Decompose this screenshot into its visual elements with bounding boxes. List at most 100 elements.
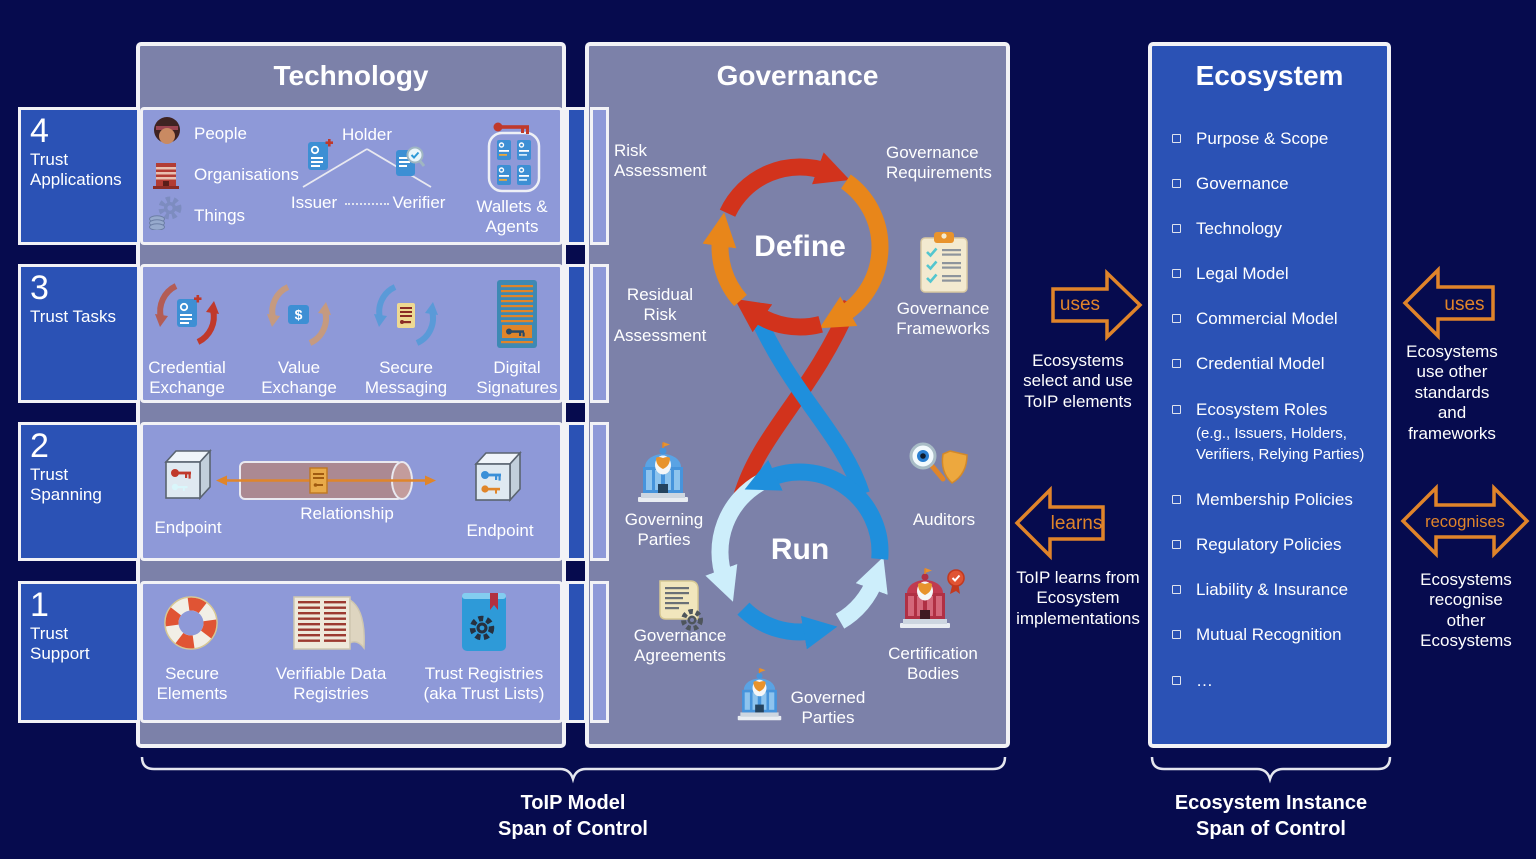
residual-risk-assessment-label: Residual Risk Assessment <box>613 285 707 345</box>
governance-frameworks-label: Governance Frameworks <box>896 299 990 339</box>
square-bullet-icon <box>1172 314 1181 324</box>
learns-caption: ToIP learns from Ecosystem implementatio… <box>1016 568 1140 628</box>
ecosystem-item-label: Mutual Recognition <box>1196 625 1342 645</box>
square-bullet-icon <box>1172 224 1181 234</box>
certification-bodies-icon <box>900 568 965 628</box>
organisations-label: Organisations <box>194 165 299 184</box>
layer-1-box: 1 Trust Support <box>18 581 140 723</box>
square-bullet-icon <box>1172 585 1181 595</box>
layer-3-strip-periwinkle <box>590 264 609 403</box>
square-bullet-icon <box>1172 404 1181 414</box>
layer-1-name: Trust Support <box>30 623 90 663</box>
layer-2-strip-blue <box>566 422 587 561</box>
trust-registries-icon <box>462 593 506 651</box>
things-label: Things <box>194 206 246 225</box>
certified-medal <box>947 569 965 594</box>
learns-label: learns <box>1050 513 1103 534</box>
layer-1-strip-blue <box>566 581 587 723</box>
ecosystem-item-label: Credential Model <box>1196 354 1325 374</box>
ecosystem-item-label: … <box>1196 670 1213 690</box>
risk-assessment-label: Risk Assessment <box>614 141 707 181</box>
verifier-label: Verifier <box>392 193 446 212</box>
square-bullet-icon <box>1172 540 1181 550</box>
relationship-tube-icon <box>216 461 436 500</box>
ecosystem-item-label: Membership Policies <box>1196 490 1353 510</box>
verifier-credential-icon <box>396 146 425 176</box>
auditors-label: Auditors <box>912 510 976 529</box>
verifiable-data-registries-label: Verifiable Data Registries <box>275 664 387 704</box>
ecosystem-span-brace <box>1150 756 1392 784</box>
issuer-credential-icon <box>308 139 333 170</box>
uses-mid-label: uses <box>1059 294 1101 315</box>
list-item: Legal Model <box>1172 263 1378 285</box>
svg-text:$: $ <box>295 307 303 323</box>
row-trust-applications <box>140 107 563 245</box>
ecosystem-title: Ecosystem <box>1195 60 1344 91</box>
list-item: Commercial Model <box>1172 308 1378 330</box>
square-bullet-icon <box>1172 359 1181 369</box>
issuer-label: Issuer <box>290 193 338 212</box>
layer-3-box: 3 Trust Tasks <box>18 264 140 403</box>
endpoint-right-label: Endpoint <box>466 521 534 540</box>
square-bullet-icon <box>1172 179 1181 189</box>
ecosystem-item-label: Governance <box>1196 174 1289 194</box>
list-item: Membership Policies <box>1172 489 1378 511</box>
square-bullet-icon <box>1172 675 1181 685</box>
list-item: Governance <box>1172 173 1378 195</box>
list-item: … <box>1172 670 1378 692</box>
governance-requirements-label: Governance Requirements <box>886 143 992 183</box>
endpoint-right-icon <box>474 450 522 503</box>
ecosystem-item-label: Regulatory Policies <box>1196 535 1342 555</box>
people-icon <box>154 117 180 144</box>
credential-exchange-icon <box>155 283 219 345</box>
secure-messaging-label: Secure Messaging <box>364 358 448 398</box>
value-exchange-label: Value Exchange <box>261 358 337 398</box>
layer-2-name: Trust Spanning <box>30 464 102 504</box>
square-bullet-icon <box>1172 269 1181 279</box>
ecosystem-item-note: (e.g., Issuers, Holders, Verifiers, Rely… <box>1196 424 1365 464</box>
uses-right-caption: Ecosystems use other standards and frame… <box>1406 342 1498 443</box>
ecosystem-item-label: Purpose & Scope <box>1196 129 1329 148</box>
list-item: Purpose & Scope <box>1172 128 1378 150</box>
recognises-caption: Ecosystems recognise other Ecosystems <box>1420 570 1512 651</box>
square-bullet-icon <box>1172 630 1181 640</box>
layer-3-number: 3 <box>30 269 49 307</box>
ecosystem-list: Purpose & Scope Governance Technology Le… <box>1172 128 1378 715</box>
trust-registries-label: Trust Registries (aka Trust Lists) <box>423 664 545 704</box>
governed-parties-icon <box>737 668 782 721</box>
governing-parties-label: Governing Parties <box>624 510 704 550</box>
define-label: Define <box>754 230 846 263</box>
digital-signatures-label: Digital Signatures <box>476 358 558 398</box>
layer-4-strip-periwinkle <box>590 107 609 245</box>
auditors-icon <box>909 442 968 484</box>
relationship-label: Relationship <box>300 504 394 523</box>
wallets-agents-label: Wallets & Agents <box>476 197 548 237</box>
wallets-agents-icon <box>487 122 541 193</box>
governing-parties-icon <box>638 442 688 502</box>
technology-title: Technology <box>273 60 429 91</box>
list-item: Regulatory Policies <box>1172 534 1378 556</box>
digital-signatures-icon <box>497 280 537 348</box>
layer-4-strip-blue <box>566 107 587 245</box>
layer-4-name: Trust Applications <box>30 149 122 189</box>
ecosystem-panel: Ecosystem <box>1148 42 1391 748</box>
secure-elements-label: Secure Elements <box>156 664 228 704</box>
list-item: Credential Model <box>1172 353 1378 375</box>
ecosystem-item-label: Legal Model <box>1196 264 1289 284</box>
layer-2-number: 2 <box>30 427 49 465</box>
layer-4-box: 4 Trust Applications <box>18 107 140 245</box>
layer-2-box: 2 Trust Spanning <box>18 422 140 561</box>
endpoint-left-icon <box>164 448 212 501</box>
layer-1-strip-periwinkle <box>590 581 609 723</box>
issuer-verifier-dotted-line <box>345 203 389 205</box>
ecosystem-item-label: Technology <box>1196 219 1283 239</box>
verifiable-data-registries-icon <box>293 596 365 651</box>
people-label: People <box>194 124 247 143</box>
holder-label: Holder <box>341 125 393 144</box>
credential-exchange-label: Credential Exchange <box>148 358 226 398</box>
governance-title: Governance <box>716 60 879 91</box>
list-item: Ecosystem Roles(e.g., Issuers, Holders, … <box>1172 399 1378 467</box>
list-item: Mutual Recognition <box>1172 624 1378 646</box>
governance-agreements-label: Governance Agreements <box>633 626 727 666</box>
governed-parties-label: Governed Parties <box>790 688 866 728</box>
